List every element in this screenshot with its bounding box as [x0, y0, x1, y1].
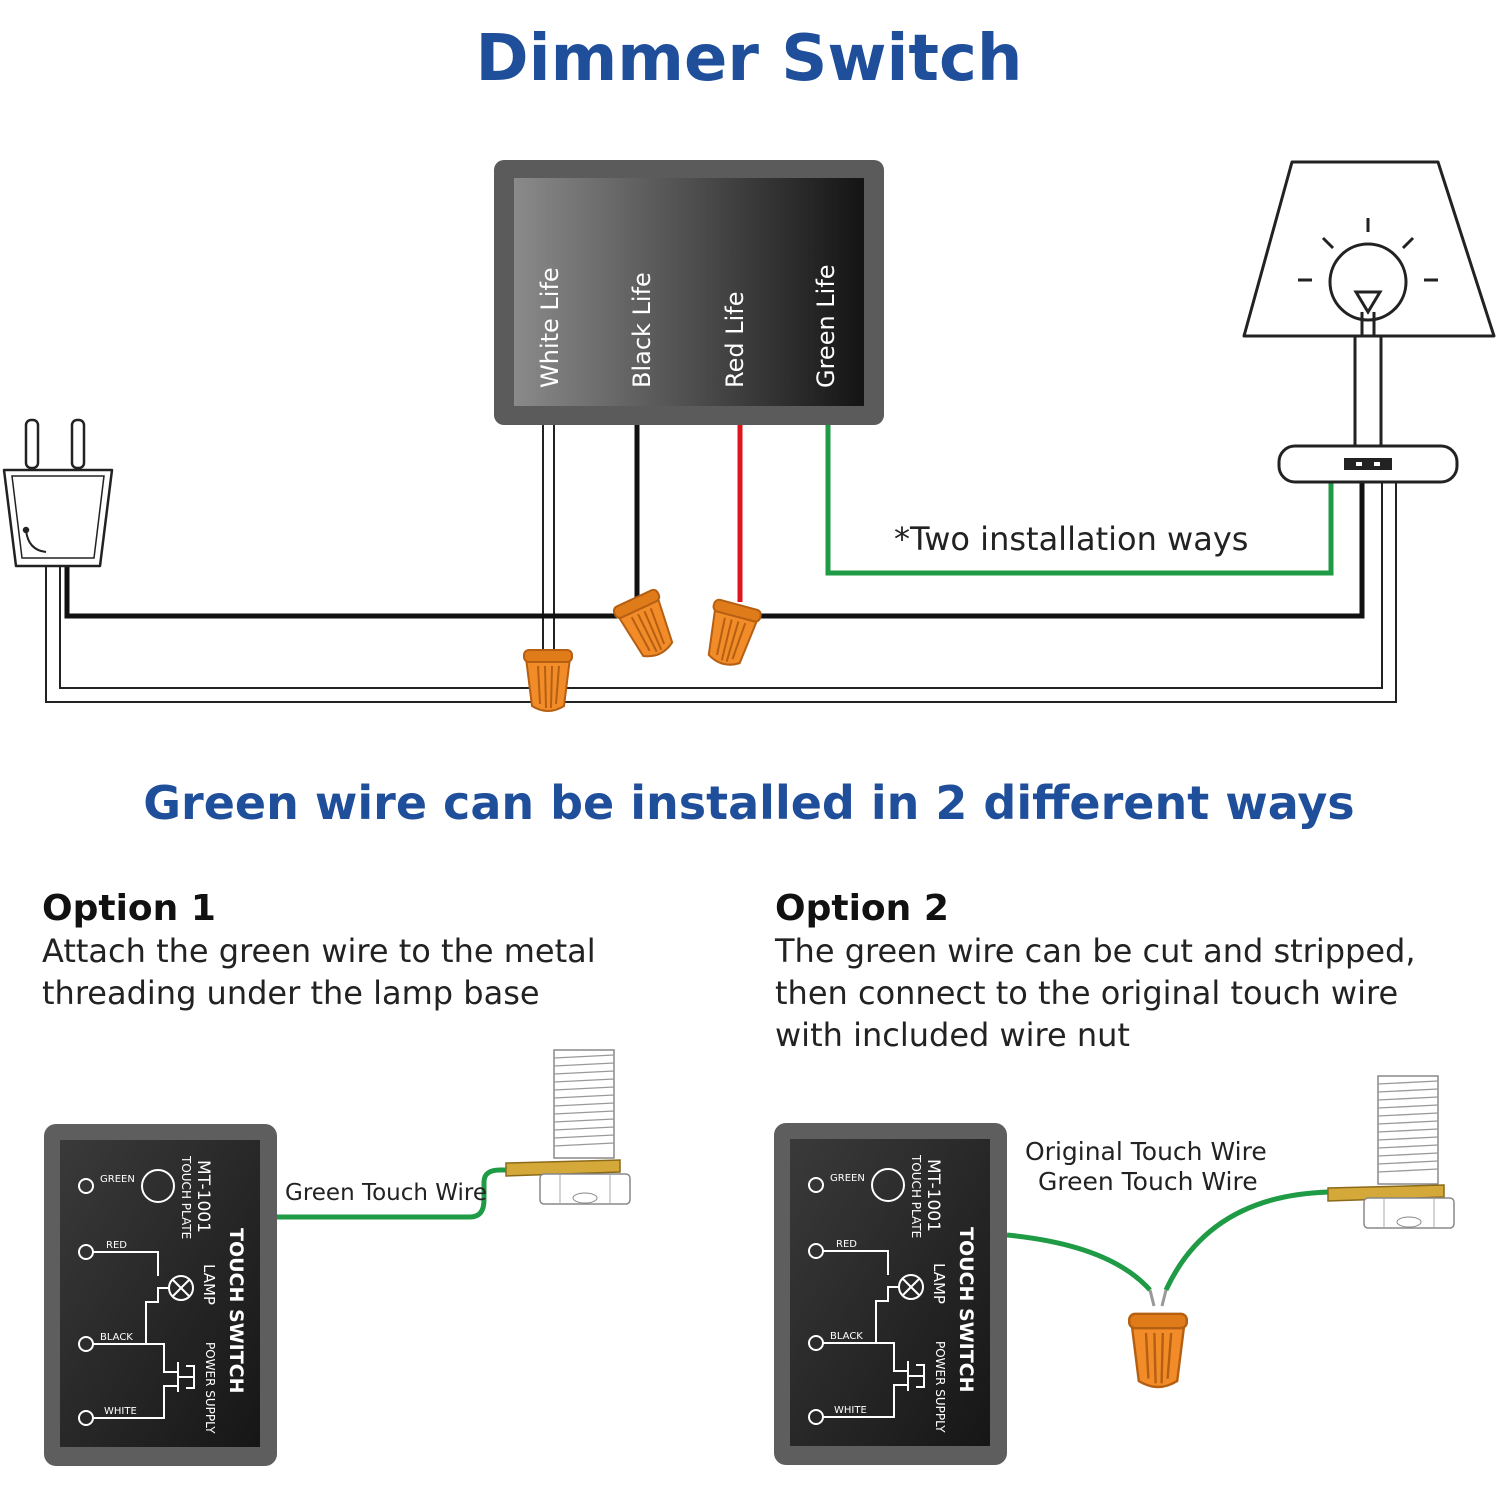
module-terminal-label: WHITE — [104, 1406, 137, 1417]
dimmer-switch-box — [494, 160, 884, 425]
module-name: TOUCH SWITCH — [955, 1227, 977, 1393]
module-power-label: POWER SUPPLY — [933, 1341, 947, 1433]
power-plug-icon — [2, 418, 114, 568]
option-1-text-line: Attach the green wire to the metal — [42, 932, 596, 970]
module-terminal-label: WHITE — [834, 1405, 867, 1416]
green-wire — [825, 425, 1334, 576]
module-model: MT-1001 — [193, 1160, 213, 1233]
option-2-text-line: The green wire can be cut and stripped, — [775, 932, 1416, 970]
section-subtitle: Green wire can be installed in 2 differe… — [143, 776, 1355, 830]
wire-nut-icon — [1127, 1312, 1189, 1389]
module-model: MT-1001 — [923, 1159, 943, 1232]
wire-nut-icon — [523, 649, 573, 712]
module-terminal-label: RED — [836, 1239, 857, 1250]
option-2-text-line: with included wire nut — [775, 1016, 1130, 1054]
module-name: TOUCH SWITCH — [225, 1228, 247, 1394]
dimmer-label-green: Green Life — [812, 264, 840, 388]
green-touch-wire-label: Green Touch Wire — [1038, 1167, 1258, 1196]
touch-switch-module — [44, 1124, 277, 1466]
dimmer-label-red: Red Life — [721, 292, 749, 388]
module-power-label: POWER SUPPLY — [203, 1342, 217, 1434]
module-plate-label: TOUCH PLATE — [909, 1154, 923, 1238]
option-2-text-line: then connect to the original touch wire — [775, 974, 1399, 1012]
option-1-heading: Option 1 — [42, 888, 216, 929]
lamp-threading-icon — [505, 1049, 631, 1205]
module-terminal-label: BLACK — [830, 1331, 863, 1342]
lamp-threading-icon — [1327, 1075, 1455, 1229]
module-terminal-label: RED — [106, 1240, 127, 1251]
original-touch-wire — [1163, 1189, 1331, 1292]
module-plate-label: TOUCH PLATE — [179, 1155, 193, 1239]
original-touch-wire-label: Original Touch Wire — [1025, 1137, 1267, 1166]
dimmer-label-black: Black Life — [628, 272, 656, 388]
option-1-text-line: threading under the lamp base — [42, 974, 540, 1012]
dimmer-label-white: White Life — [536, 267, 564, 388]
module-terminal-label: BLACK — [100, 1332, 133, 1343]
module-lamp-label: LAMP — [200, 1264, 218, 1305]
green-touch-wire — [1006, 1232, 1152, 1292]
main-title: Dimmer Switch — [475, 22, 1023, 96]
module-terminal-label: GREEN — [830, 1173, 865, 1184]
wire-nut-icon — [698, 597, 763, 672]
green-touch-wire-label: Green Touch Wire — [285, 1180, 487, 1206]
white-wire — [45, 425, 1397, 703]
touch-switch-module — [774, 1123, 1007, 1465]
installation-note: *Two installation ways — [894, 520, 1248, 558]
black-wire — [64, 425, 1365, 619]
option-2-heading: Option 2 — [775, 888, 949, 929]
module-terminal-label: GREEN — [100, 1174, 135, 1185]
wire-nut-icon — [611, 587, 683, 665]
module-lamp-label: LAMP — [930, 1263, 948, 1304]
green-touch-wire — [277, 1167, 512, 1220]
lamp-icon — [1242, 160, 1496, 484]
